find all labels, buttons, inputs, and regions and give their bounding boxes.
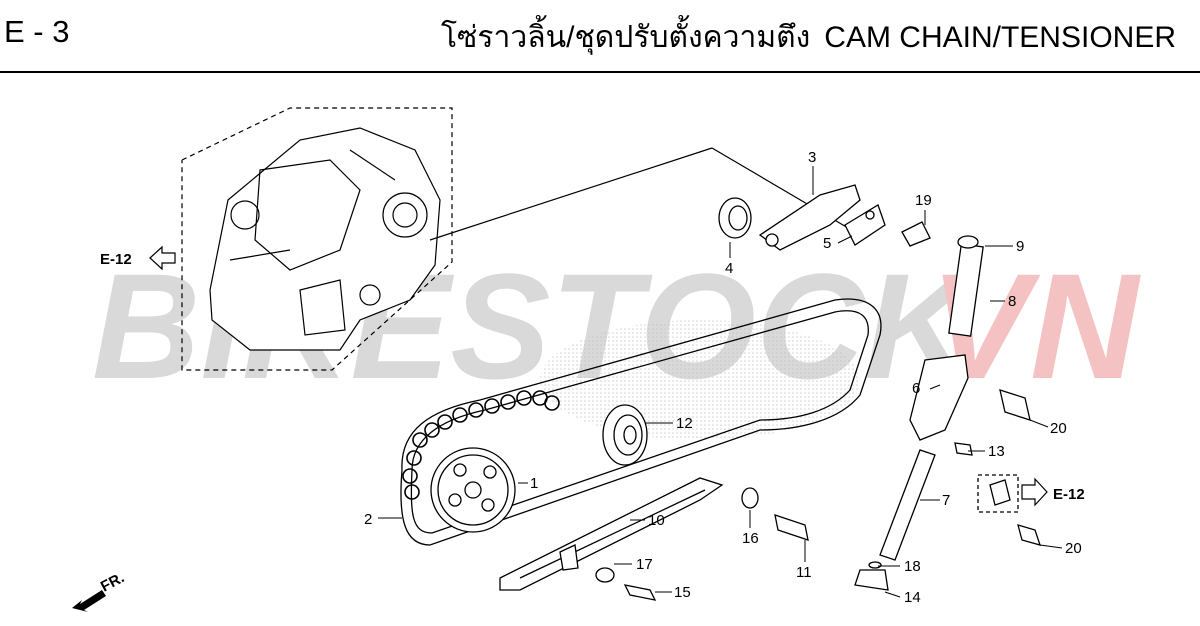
page-title: โซ่ราวลิ้น/ชุดปรับตั้งความตึง CAM CHAIN/T… xyxy=(427,14,1176,61)
reference-left: E-12 xyxy=(100,245,176,271)
title-thai: โซ่ราวลิ้น/ชุดปรับตั้งความตึง xyxy=(440,21,811,54)
part-label-7: 7 xyxy=(942,492,950,509)
part-label-17: 17 xyxy=(636,556,653,573)
part-label-2: 2 xyxy=(364,511,372,528)
part-label-13: 13 xyxy=(988,443,1005,460)
part-label-4: 4 xyxy=(725,260,733,277)
part-label-5: 5 xyxy=(823,235,831,252)
part-label-8: 8 xyxy=(1008,293,1016,310)
part-label-20-upper: 20 xyxy=(1050,420,1067,437)
part-label-1: 1 xyxy=(530,475,538,492)
ref-label-right: E-12 xyxy=(1053,486,1085,503)
part-label-10: 10 xyxy=(648,512,665,529)
part-label-20-lower: 20 xyxy=(1065,540,1082,557)
cam-sprocket xyxy=(430,447,516,533)
part-label-3: 3 xyxy=(808,149,816,166)
header-divider xyxy=(0,71,1200,73)
part-label-15: 15 xyxy=(674,584,691,601)
part-label-18: 18 xyxy=(904,558,921,575)
reference-right: E-12 xyxy=(1021,477,1085,507)
part-label-14: 14 xyxy=(904,589,921,606)
part-labels: 1 2 3 4 5 6 7 8 9 10 11 12 13 14 15 16 1… xyxy=(364,149,1082,606)
tensioner-slipper xyxy=(499,477,724,591)
part-label-12: 12 xyxy=(676,415,693,432)
part-label-11: 11 xyxy=(796,564,812,581)
section-code: E - 3 xyxy=(4,14,70,49)
crankcase-illustration xyxy=(181,107,861,371)
part-label-16: 16 xyxy=(742,530,759,547)
cam-chain xyxy=(400,298,882,546)
front-arrow-icon xyxy=(72,590,106,612)
ref-label-left: E-12 xyxy=(100,251,132,268)
front-indicator: FR. xyxy=(72,569,127,612)
part-label-6: 6 xyxy=(912,380,920,397)
arrow-left-icon xyxy=(149,245,176,271)
title-english: CAM CHAIN/TENSIONER xyxy=(824,21,1176,54)
hardware-parts xyxy=(595,184,1042,601)
leader-lines xyxy=(378,166,1063,598)
page-header: E - 3 โซ่ราวลิ้น/ชุดปรับตั้งความตึง CAM C… xyxy=(0,0,1200,73)
guide-roller xyxy=(602,404,648,466)
part-label-19: 19 xyxy=(915,192,932,209)
part-label-9: 9 xyxy=(1016,238,1024,255)
arrow-right-icon xyxy=(1021,477,1048,507)
